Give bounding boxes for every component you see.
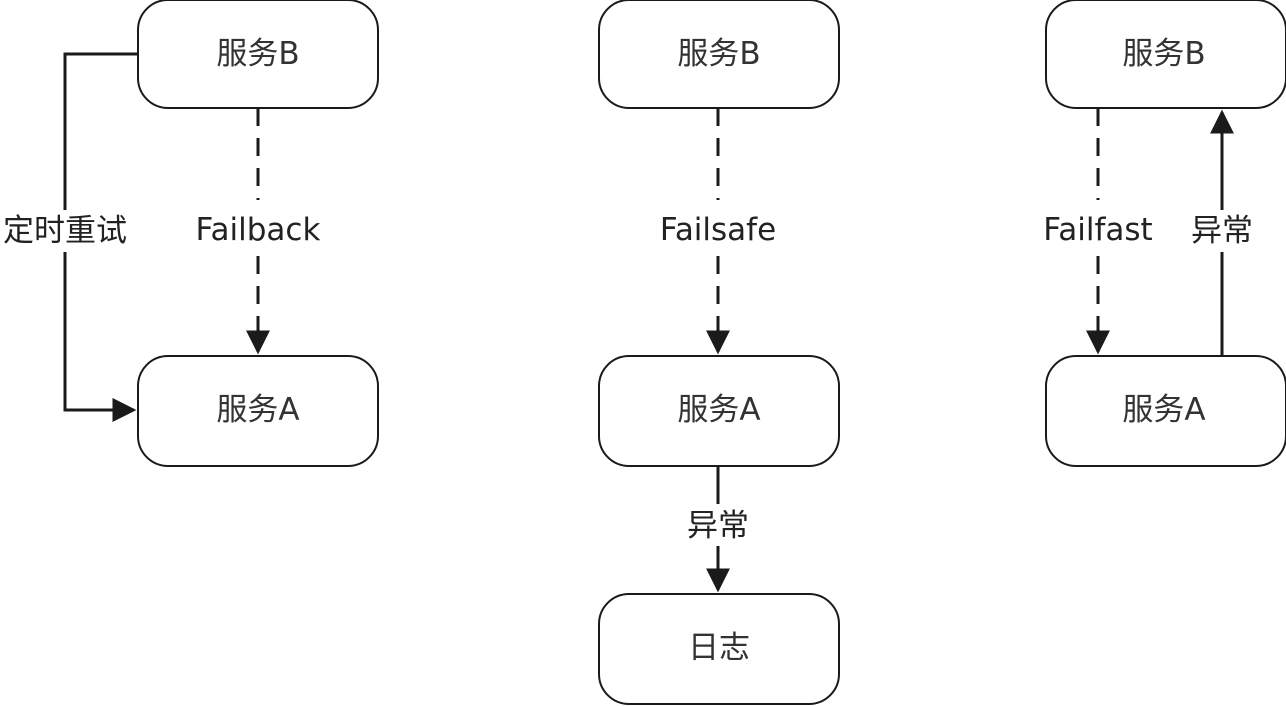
service-a-node	[1045, 355, 1286, 467]
service-b-node	[1045, 0, 1286, 109]
exception-label: 异常	[1191, 213, 1253, 249]
failfast-panel: 服务B 服务A Failfast 异常	[1043, 0, 1286, 467]
failfast-label: Failfast	[1043, 212, 1152, 248]
service-b-label: 服务B	[1122, 36, 1205, 72]
service-b-label: 服务B	[677, 36, 760, 72]
service-b-label: 服务B	[216, 36, 299, 72]
log-node	[598, 593, 840, 705]
service-a-label: 服务A	[216, 392, 299, 428]
failback-panel: 服务B 服务A Failback 定时重试	[0, 0, 379, 467]
service-a-label: 服务A	[677, 392, 760, 428]
retry-label-bg	[0, 210, 134, 252]
exception-label-bg	[1184, 210, 1262, 252]
service-a-node	[137, 355, 379, 467]
service-b-node	[137, 0, 379, 109]
retry-label: 定时重试	[3, 213, 127, 249]
service-a-label: 服务A	[1122, 392, 1205, 428]
exception-label-bg	[680, 504, 756, 546]
failsafe-label: Failsafe	[660, 212, 776, 248]
log-label: 日志	[688, 630, 750, 666]
failback-label: Failback	[196, 212, 321, 248]
service-b-node	[598, 0, 840, 109]
exception-label: 异常	[687, 508, 749, 544]
failsafe-panel: 服务B 服务A Failsafe 异常 日志	[598, 0, 840, 705]
